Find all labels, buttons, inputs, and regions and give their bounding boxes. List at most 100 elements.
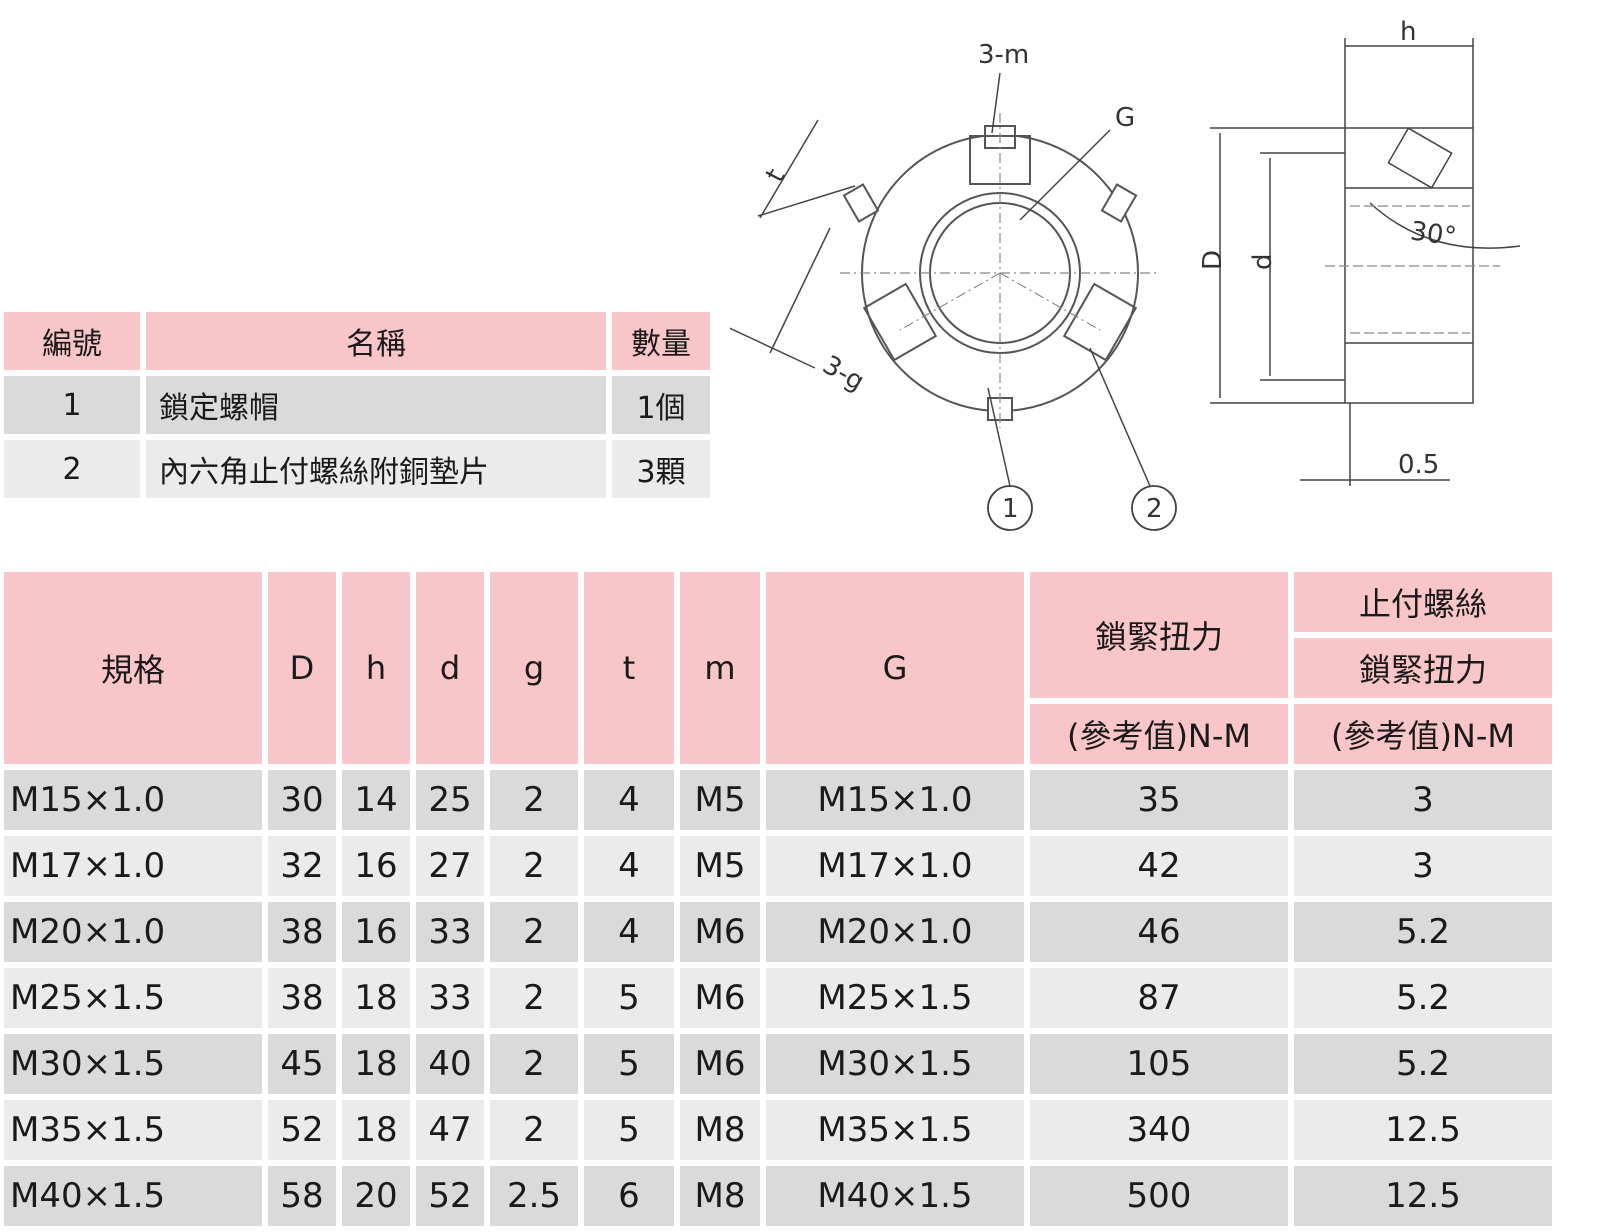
spec-cell-set: 12.5 xyxy=(1294,1100,1552,1160)
spec-header-row-3: (參考值)N-M (參考值)N-M xyxy=(4,704,1552,764)
technical-drawing: 3-m G t 3-g h D d 30° 0.5 1 2 xyxy=(730,17,1521,531)
label-d: d xyxy=(1248,253,1278,270)
spec-cell-G: M20×1.0 xyxy=(766,902,1024,962)
spec-cell-d: 47 xyxy=(416,1100,484,1160)
spec-header-D: D xyxy=(268,572,336,764)
label-G: G xyxy=(1115,103,1135,133)
spec-cell-h: 18 xyxy=(342,1100,410,1160)
spec-cell-G: M25×1.5 xyxy=(766,968,1024,1028)
spec-cell-D: 38 xyxy=(268,968,336,1028)
spec-cell-d: 40 xyxy=(416,1034,484,1094)
spec-cell-torque: 46 xyxy=(1030,902,1288,962)
label-D: D xyxy=(1198,250,1228,270)
parts-name: 內六角止付螺絲附銅墊片 xyxy=(159,455,489,490)
spec-cell-G: M40×1.5 xyxy=(766,1166,1024,1226)
dim-t-2 xyxy=(759,119,819,219)
spec-cell-m: M6 xyxy=(680,968,760,1028)
spec-header-set-torque: 鎖緊扭力 xyxy=(1294,638,1552,698)
callout-circle-2 xyxy=(1131,485,1177,531)
spec-header-torque-unit: (參考值)N-M xyxy=(1030,704,1288,764)
spec-header-torque: 鎖緊扭力 xyxy=(1030,572,1288,698)
spec-cell-D: 45 xyxy=(268,1034,336,1094)
leader-2 xyxy=(1089,347,1151,487)
leader-G xyxy=(1019,129,1111,221)
spec-cell-D: 58 xyxy=(268,1166,336,1226)
leader-m xyxy=(991,72,1001,134)
set-screw-hole xyxy=(1062,282,1138,362)
callout-2: 2 xyxy=(1146,494,1163,524)
spec-cell-d: 33 xyxy=(416,968,484,1028)
slot xyxy=(842,183,880,223)
parts-table: 編號 名稱 數量 1 鎖定螺帽 1個 2 內六角止付螺絲附銅墊片 3顆 xyxy=(0,306,716,504)
spec-cell-g: 2 xyxy=(490,1034,578,1094)
spec-cell-set: 5.2 xyxy=(1294,968,1552,1028)
spec-cell-spec: M30×1.5 xyxy=(4,1034,262,1094)
spec-cell-D: 30 xyxy=(268,770,336,830)
spec-cell-torque: 35 xyxy=(1030,770,1288,830)
spec-cell-spec: M20×1.0 xyxy=(4,902,262,962)
spec-cell-spec: M15×1.0 xyxy=(4,770,262,830)
spec-header-h: h xyxy=(342,572,410,764)
spec-cell-g: 2 xyxy=(490,1100,578,1160)
spec-cell-torque: 87 xyxy=(1030,968,1288,1028)
spec-cell-d: 33 xyxy=(416,902,484,962)
label-angle: 30° xyxy=(1408,216,1458,252)
spec-cell-h: 16 xyxy=(342,836,410,896)
parts-row: 2 內六角止付螺絲附銅墊片 3顆 xyxy=(4,440,710,498)
parts-name: 鎖定螺帽 xyxy=(159,391,279,426)
spec-header-row-1: 規格 D h d g t m G 鎖緊扭力 止付螺絲 xyxy=(4,572,1552,764)
callout-1: 1 xyxy=(1002,494,1019,524)
spec-cell-h: 16 xyxy=(342,902,410,962)
spec-cell-spec: M35×1.5 xyxy=(4,1100,262,1160)
spec-cell-G: M15×1.0 xyxy=(766,770,1024,830)
spec-cell-d: 27 xyxy=(416,836,484,896)
parts-header-row: 編號 名稱 數量 xyxy=(4,312,710,370)
spec-cell-t: 5 xyxy=(584,968,674,1028)
spec-cell-set: 12.5 xyxy=(1294,1166,1552,1226)
spec-cell-set: 3 xyxy=(1294,836,1552,896)
spec-cell-t: 5 xyxy=(584,1034,674,1094)
spec-cell-g: 2 xyxy=(490,902,578,962)
spec-header-row-2: 鎖緊扭力 xyxy=(4,638,1552,698)
spec-header-g: g xyxy=(490,572,578,764)
spec-header-spec: 規格 xyxy=(4,572,262,764)
spec-cell-t: 4 xyxy=(584,770,674,830)
spec-header-m: m xyxy=(680,572,760,764)
label-gap: 0.5 xyxy=(1398,450,1439,480)
spec-cell-d: 52 xyxy=(416,1166,484,1226)
parts-header-no: 編號 xyxy=(4,312,140,370)
spec-cell-m: M8 xyxy=(680,1100,760,1160)
spec-cell-m: M6 xyxy=(680,902,760,962)
parts-qty: 3顆 xyxy=(612,440,710,498)
parts-name-cell: 內六角止付螺絲附銅墊片 xyxy=(146,440,606,498)
spec-cell-g: 2 xyxy=(490,968,578,1028)
spec-cell-torque: 500 xyxy=(1030,1166,1288,1226)
spec-cell-m: M8 xyxy=(680,1166,760,1226)
spec-header-d: d xyxy=(416,572,484,764)
spec-cell-set: 3 xyxy=(1294,770,1552,830)
spec-cell-D: 52 xyxy=(268,1100,336,1160)
spec-cell-torque: 42 xyxy=(1030,836,1288,896)
spec-cell-G: M17×1.0 xyxy=(766,836,1024,896)
parts-header-qty: 數量 xyxy=(612,312,710,370)
label-h: h xyxy=(1400,17,1416,47)
spec-cell-t: 6 xyxy=(584,1166,674,1226)
centerline xyxy=(899,272,1001,331)
dim-t-1 xyxy=(757,185,856,217)
label-g: 3-g xyxy=(817,350,869,397)
spec-cell-m: M5 xyxy=(680,770,760,830)
dim-g-2 xyxy=(769,227,831,354)
spec-header-t: t xyxy=(584,572,674,764)
spec-cell-h: 18 xyxy=(342,1034,410,1094)
spec-cell-spec: M40×1.5 xyxy=(4,1166,262,1226)
spec-cell-spec: M25×1.5 xyxy=(4,968,262,1028)
spec-cell-D: 32 xyxy=(268,836,336,896)
spec-cell-D: 38 xyxy=(268,902,336,962)
spec-cell-t: 4 xyxy=(584,836,674,896)
spec-header-set-screw: 止付螺絲 xyxy=(1294,572,1552,632)
